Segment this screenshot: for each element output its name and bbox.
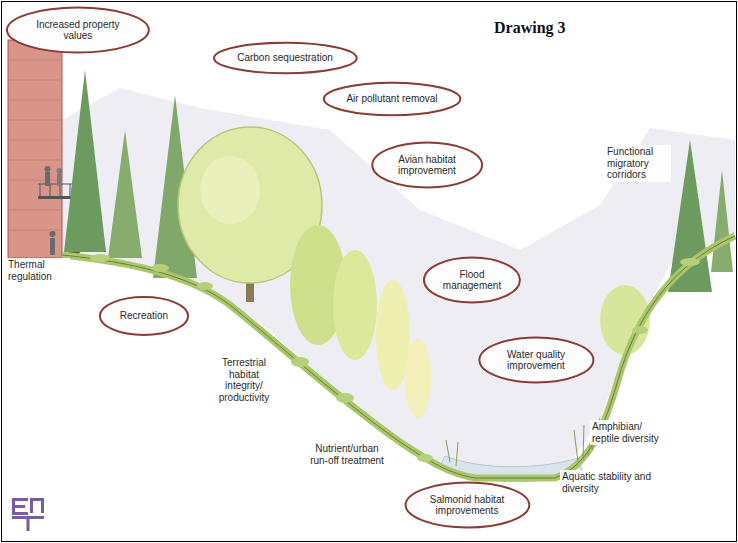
ellipse-shape	[324, 83, 460, 115]
ellipse-shape	[405, 483, 529, 528]
benefit-label: Amphibian/ reptile diversity	[590, 420, 674, 445]
drawing-title: Drawing 3	[494, 19, 566, 37]
circled-benefit: Salmonid habitat improvements	[403, 480, 532, 530]
circled-benefit: Increased property values	[4, 5, 152, 55]
benefit-text: Water quality improvement	[499, 349, 574, 372]
node-text-group: Avian habitat improvement	[391, 154, 463, 177]
benefit-text: Salmonid habitat improvements	[426, 494, 508, 517]
benefit-text: Flood management	[441, 269, 503, 292]
benefit-label: Functional migratory corridors	[605, 145, 671, 182]
benefit-text: Carbon sequestration	[237, 52, 333, 64]
circled-benefit: Water quality improvement	[477, 335, 596, 385]
benefit-label: Thermal regulation	[6, 258, 70, 283]
circled-benefit: Avian habitat improvement	[370, 140, 484, 190]
benefit-text: Recreation	[120, 310, 168, 322]
ellipse-shape	[372, 143, 482, 188]
benefit-text: Air pollutant removal	[346, 93, 437, 105]
benefit-text: Avian habitat improvement	[391, 154, 463, 177]
circled-benefit: Recreation	[98, 295, 190, 337]
node-text-group: Increased property values	[30, 19, 125, 42]
benefit-label: Aquatic stability and diversity	[560, 470, 654, 495]
node-text-group: Salmonid habitat improvements	[426, 494, 508, 517]
ellipse-shape	[7, 8, 149, 53]
ellipse-shape	[214, 43, 357, 74]
node-text-group: Air pollutant removal	[346, 93, 437, 105]
circled-benefit: Air pollutant removal	[321, 81, 463, 117]
benefit-label: Nutrient/urban run-off treatment	[308, 442, 386, 467]
ellipse-shape	[424, 258, 520, 303]
circled-benefit: Flood management	[422, 255, 522, 305]
benefit-text: Increased property values	[30, 19, 125, 42]
node-text-group: Recreation	[120, 310, 168, 322]
node-text-group: Flood management	[441, 269, 503, 292]
node-text-group: Water quality improvement	[499, 349, 574, 372]
circled-benefit: Carbon sequestration	[211, 41, 360, 75]
benefit-label: Terrestrial habitat integrity/ productiv…	[210, 356, 278, 404]
ellipse-shape	[100, 297, 188, 335]
ellipse-shape	[479, 338, 593, 383]
node-text-group: Carbon sequestration	[237, 52, 333, 64]
